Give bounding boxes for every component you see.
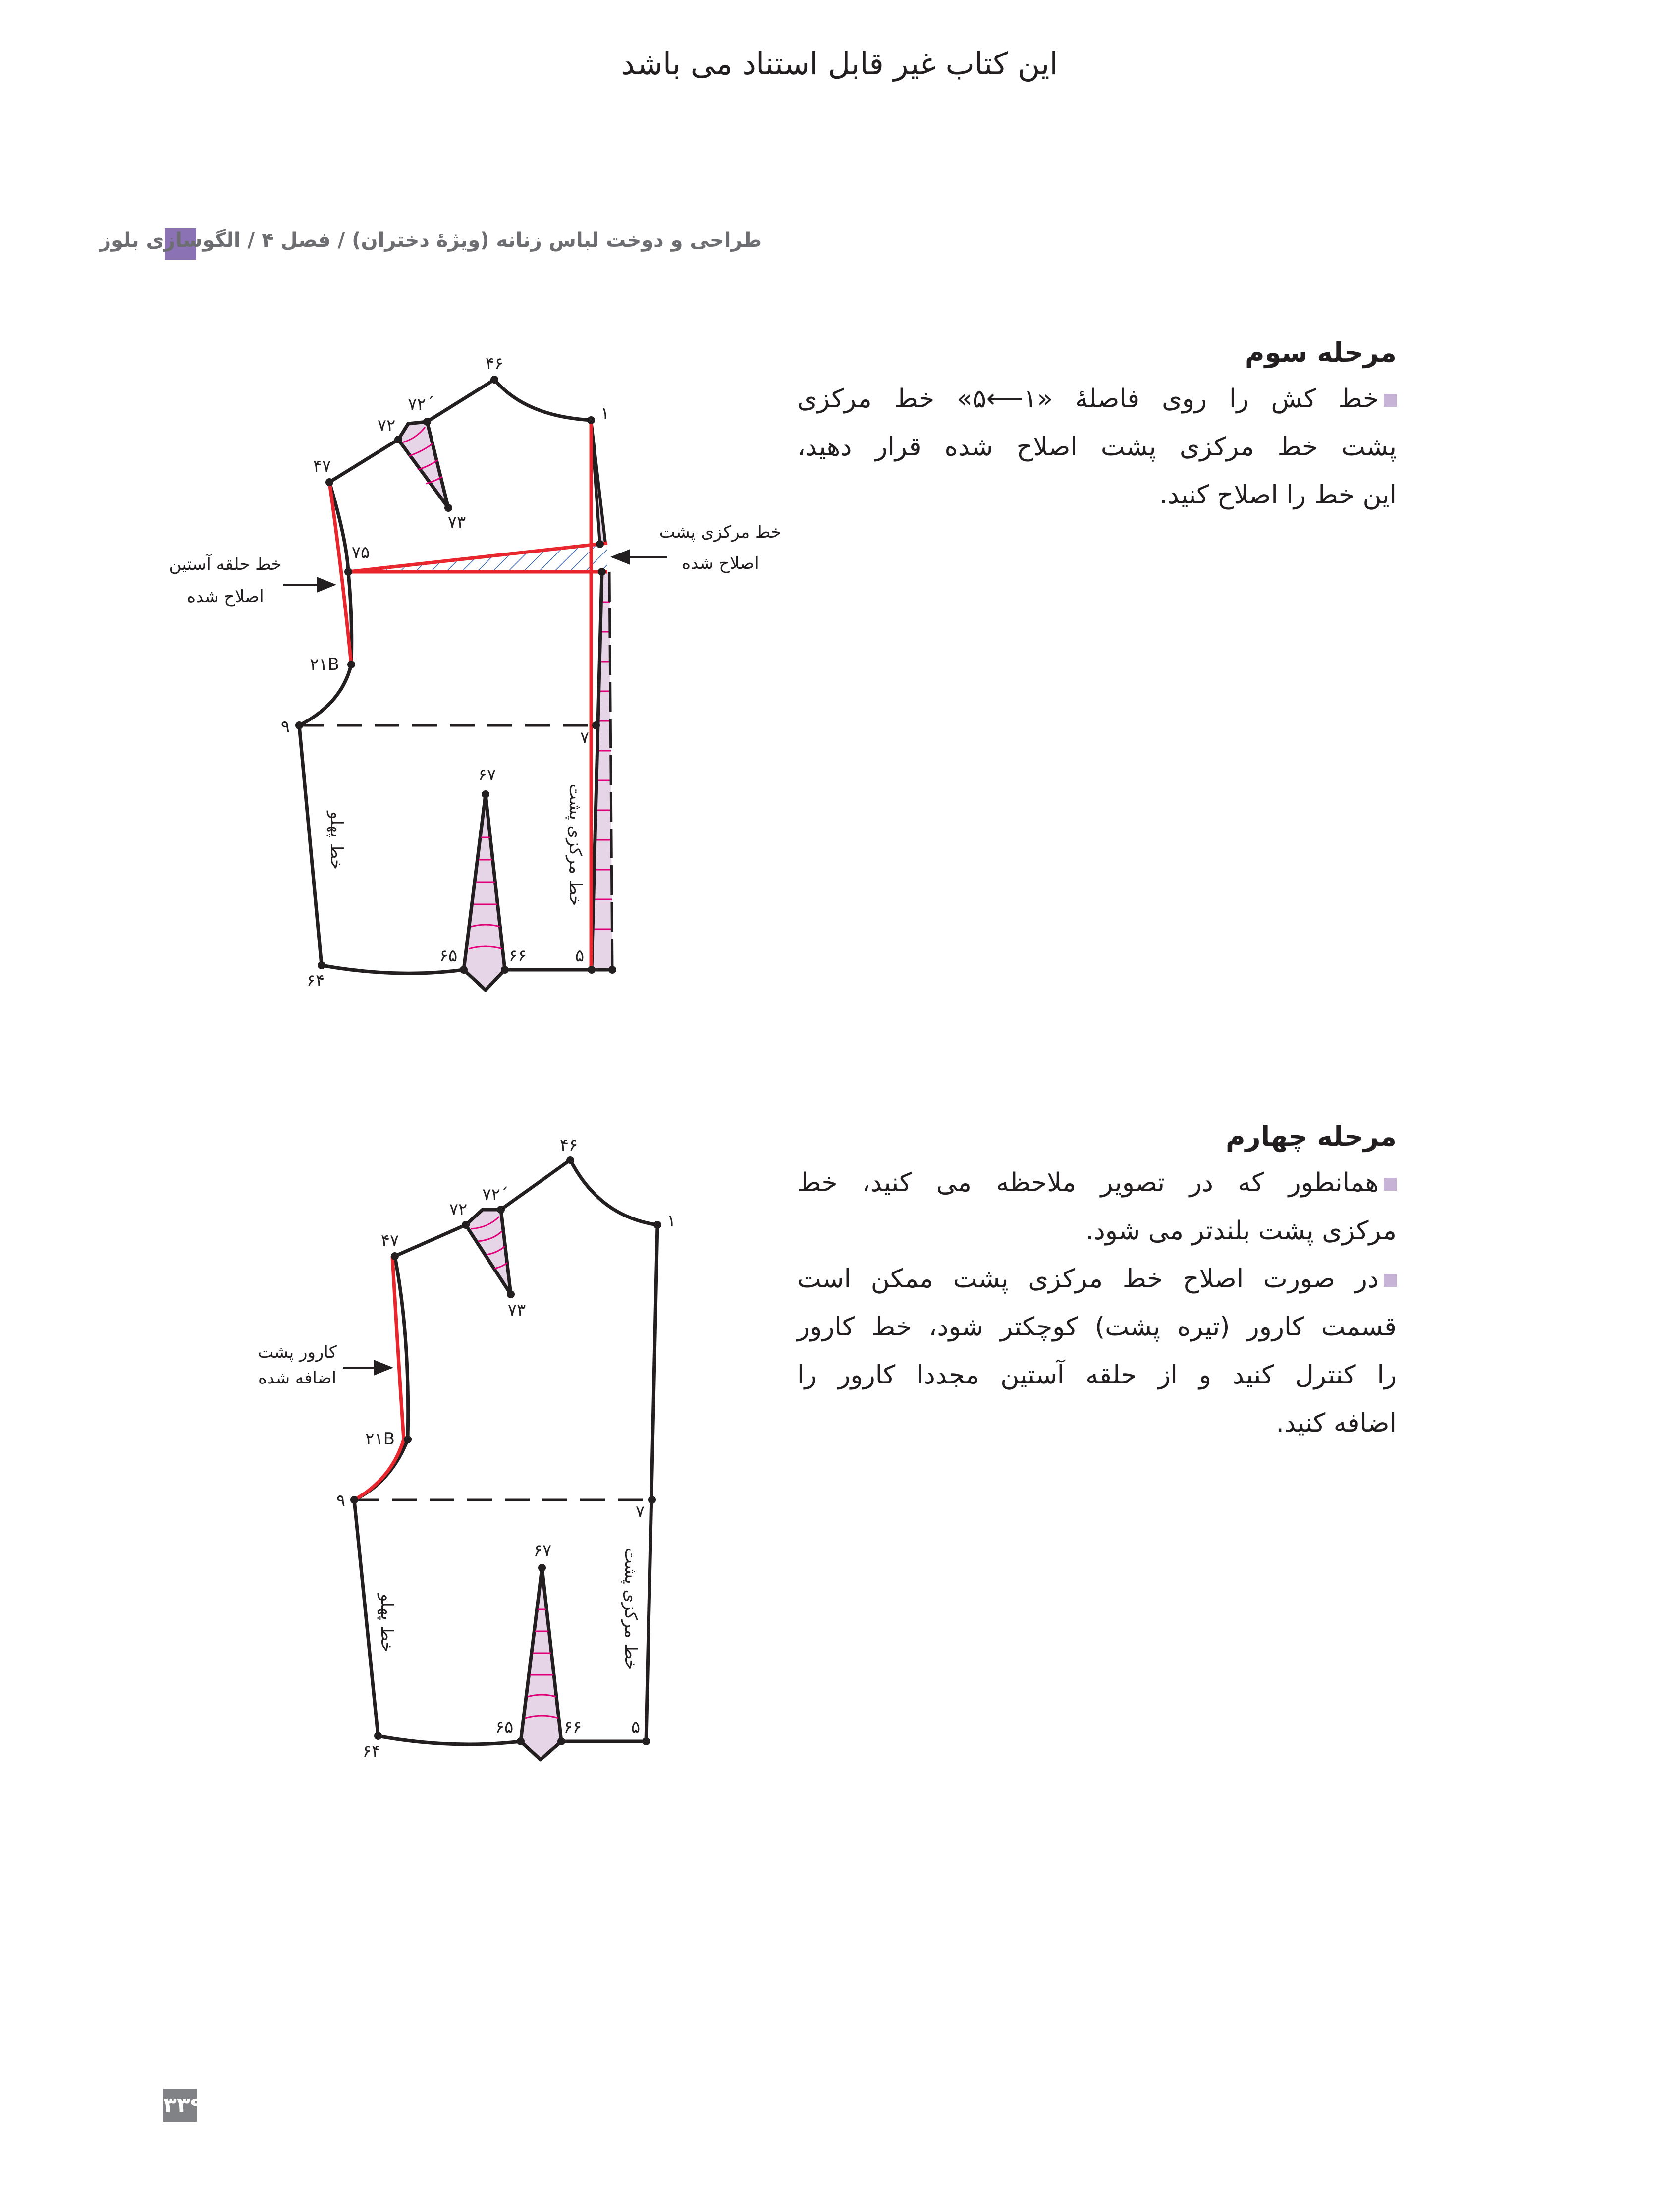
point-label: ۶۴ xyxy=(363,1741,381,1761)
text-line: قسمت کارور (تیره پشت) کوچکتر شود، خط کار… xyxy=(797,1312,1397,1342)
text-line: خط کش را روی فاصلهٔ «۱⟵۵» خط مرکزی xyxy=(797,384,1379,414)
page-top-title: این کتاب غیر قابل استناد می باشد xyxy=(621,46,1058,82)
paragraph: همانطور که در تصویر ملاحظه می کنید، خط م… xyxy=(797,1159,1397,1255)
correction-lines xyxy=(327,420,608,970)
added-karvar-line xyxy=(353,1256,406,1502)
point-label: ۷ xyxy=(580,728,589,748)
point-label: ۲۱B xyxy=(365,1429,395,1449)
point-label: ۷۵ xyxy=(352,543,370,562)
section-step-four: مرحله چهارم همانطور که در تصویر ملاحظه م… xyxy=(797,1121,1397,1447)
point-label: ۷۲´ xyxy=(482,1185,509,1205)
paragraph: در صورت اصلاح خط مرکزی پشت ممکن است قسمت… xyxy=(797,1255,1397,1447)
point-label: ۷۲ xyxy=(449,1200,468,1219)
waist-dart-guide-lines xyxy=(468,836,503,950)
wedge-dashed-edge xyxy=(608,571,614,970)
text-line: پشت خط مرکزی پشت اصلاح شده قرار دهید، xyxy=(797,432,1397,462)
point-label: ۶۷ xyxy=(478,765,496,785)
point-label: ۶۵ xyxy=(439,946,458,966)
center-back-label: خط مرکزی پشت xyxy=(659,522,782,542)
point-label: ۶۶ xyxy=(564,1717,582,1737)
point-label: ۱ xyxy=(667,1211,676,1231)
bullet-icon xyxy=(1384,1178,1397,1191)
point-label: ۴۷ xyxy=(313,456,331,476)
point-label: ۶۷ xyxy=(534,1541,552,1560)
point-label: ۹ xyxy=(336,1491,345,1511)
point-label: ۶۵ xyxy=(495,1717,514,1737)
pattern-points xyxy=(295,376,616,974)
point-label: ۵ xyxy=(575,946,584,966)
point-label: ۶۴ xyxy=(307,971,325,991)
dart-guide-lines xyxy=(470,1216,508,1270)
point-label: ۴۶ xyxy=(486,354,504,374)
bullet-icon xyxy=(1384,1274,1397,1287)
pattern-outline xyxy=(352,1158,659,1746)
point-label: ۵ xyxy=(631,1717,640,1737)
center-back-line-label: خط مرکزی پشت xyxy=(621,1548,641,1670)
text-line: اضافه کنید. xyxy=(1276,1408,1397,1438)
waist-dart xyxy=(462,792,507,992)
point-label: ۷۳ xyxy=(448,512,466,532)
point-label: ۱ xyxy=(600,403,609,423)
point-label: ۶۶ xyxy=(509,946,527,966)
bullet-icon xyxy=(1384,394,1397,407)
side-line-label: خط پهلو xyxy=(377,1593,397,1652)
waist-dart xyxy=(519,1566,563,1762)
section-title: مرحله چهارم xyxy=(1225,1121,1397,1152)
section-title: مرحله سوم xyxy=(1245,337,1397,368)
diagram-step-three: ۴۶ ۱ ۷۲´ ۷۲ ۷۳ ۴۷ ۷۵ ۲۱B ۹ ۷ ۶۷ ۶۴ ۶۵ ۶۶… xyxy=(169,354,782,992)
armhole-label: اصلاح شده xyxy=(187,587,264,607)
karvar-label: اضافه شده xyxy=(258,1368,336,1388)
waist-dart-guide-lines xyxy=(525,1608,559,1719)
page-number: ۳۳۹ xyxy=(163,2089,204,2122)
text-line: همانطور که در تصویر ملاحظه می کنید، خط xyxy=(797,1168,1379,1198)
point-label: ۹ xyxy=(281,717,290,737)
side-line-label: خط پهلو xyxy=(326,810,346,870)
text-line: در صورت اصلاح خط مرکزی پشت ممکن است xyxy=(797,1264,1379,1294)
center-back-line-label: خط مرکزی پشت xyxy=(565,784,585,906)
dart-guide-lines xyxy=(402,427,443,485)
armhole-label: خط حلقه آستین xyxy=(169,554,282,574)
section-step-three: مرحله سوم خط کش را روی فاصلهٔ «۱⟵۵» خط م… xyxy=(797,337,1397,519)
point-label: ۷۲ xyxy=(378,416,396,436)
point-label: ۷۳ xyxy=(508,1300,526,1320)
paragraph: خط کش را روی فاصلهٔ «۱⟵۵» خط مرکزی پشت خ… xyxy=(797,375,1397,519)
point-label: ۷ xyxy=(636,1502,645,1522)
text-line: مرکزی پشت بلندتر می شود. xyxy=(1085,1216,1397,1246)
diagram-step-four: ۴۶ ۱ ۷۲´ ۷۲ ۷۳ ۴۷ ۲۱B ۹ ۷ ۶۷ ۶۴ ۶۵ ۶۶ ۵ … xyxy=(258,1135,676,1762)
point-label: ۴۷ xyxy=(381,1231,399,1251)
header-accent-square xyxy=(165,228,196,260)
center-back-sliver xyxy=(590,420,607,546)
running-header: طراحی و دوخت لباس زنانه (ویژهٔ دختران) /… xyxy=(100,229,762,252)
point-label: ۷۲´ xyxy=(408,394,434,414)
karvar-label: کارور پشت xyxy=(258,1342,337,1362)
shoulder-dart xyxy=(396,420,450,510)
text-line: را کنترل کنید و از حلقه آستین مجددا کارو… xyxy=(797,1360,1397,1390)
center-back-label: اصلاح شده xyxy=(682,553,759,573)
point-label: ۲۱B xyxy=(310,655,339,674)
shoulder-dart xyxy=(464,1208,513,1296)
point-label: ۴۶ xyxy=(560,1135,578,1155)
text-line: این خط را اصلاح کنید. xyxy=(1159,480,1397,510)
pattern-points xyxy=(350,1156,661,1745)
